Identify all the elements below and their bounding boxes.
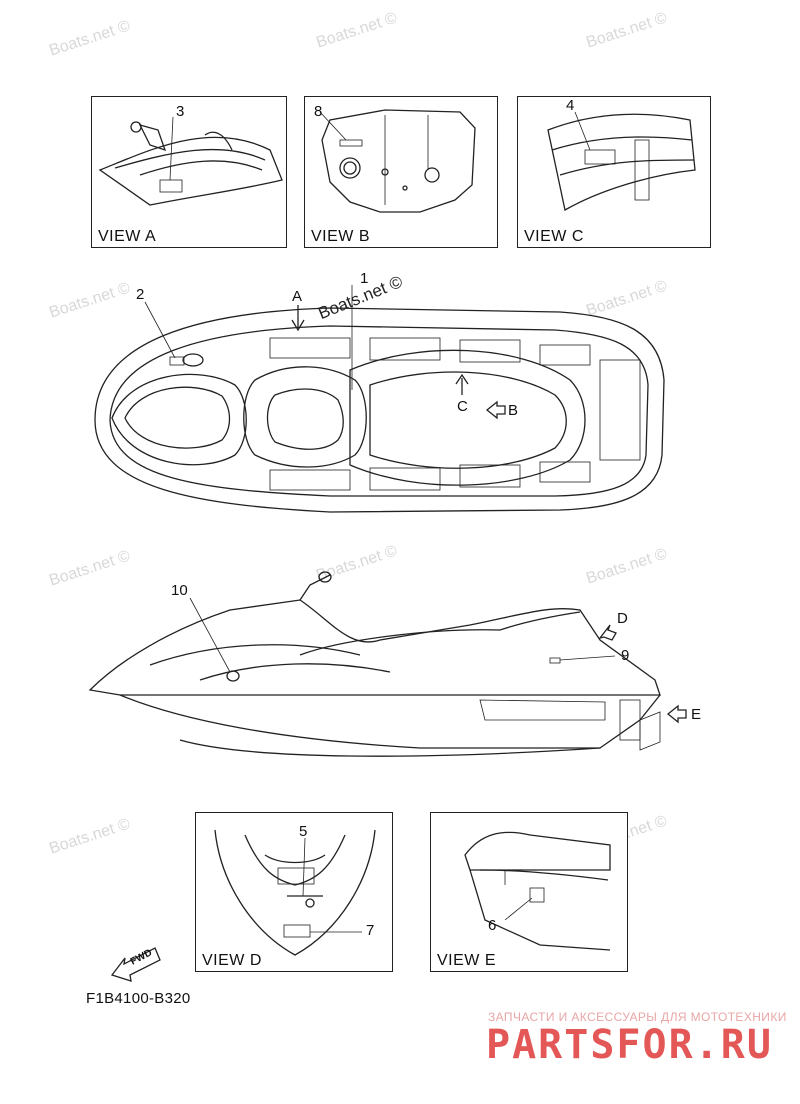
- callout-1: 1: [360, 270, 369, 287]
- view-e-drawing: [464, 831, 611, 951]
- view-e-panel: VIEW E: [430, 812, 628, 972]
- view-d-label: VIEW D: [202, 952, 262, 969]
- arrow-label-a: A: [292, 288, 303, 305]
- view-a-drawing: [98, 116, 283, 206]
- view-e-label: VIEW E: [437, 952, 497, 969]
- arrow-label-c: C: [457, 398, 468, 415]
- side-view-craft: [88, 571, 687, 757]
- fwd-arrow-drawing: [110, 947, 161, 982]
- view-b-label: VIEW B: [311, 228, 371, 245]
- shop-subtitle: ЗАПЧАСТИ И АКСЕССУАРЫ ДЛЯ МОТОТЕХНИКИ: [488, 1010, 787, 1024]
- arrow-label-e: E: [691, 706, 702, 723]
- view-d-drawing: [214, 829, 376, 956]
- part-number: F1B4100-B320: [86, 990, 191, 1007]
- callout-8: 8: [314, 103, 323, 120]
- view-b-drawing: [319, 109, 476, 213]
- view-c-label: VIEW C: [524, 228, 584, 245]
- view-a-panel: VIEW A: [91, 96, 287, 248]
- arrow-label-b: B: [508, 402, 519, 419]
- callout-3: 3: [176, 103, 185, 120]
- view-c-drawing: [547, 111, 696, 212]
- callout-4: 4: [566, 97, 575, 114]
- top-view-craft: [94, 285, 665, 513]
- view-b-panel: VIEW B: [304, 96, 498, 248]
- callout-7: 7: [366, 922, 375, 939]
- callout-9: 9: [621, 647, 630, 664]
- callout-5: 5: [299, 823, 308, 840]
- shop-logo: PARTSFOR.RU: [486, 1022, 773, 1068]
- view-a-label: VIEW A: [98, 228, 157, 245]
- callout-6: 6: [488, 917, 497, 934]
- callout-2: 2: [136, 286, 145, 303]
- callout-10: 10: [171, 582, 188, 599]
- arrow-label-d: D: [617, 610, 628, 627]
- view-d-panel: VIEW D: [195, 812, 393, 972]
